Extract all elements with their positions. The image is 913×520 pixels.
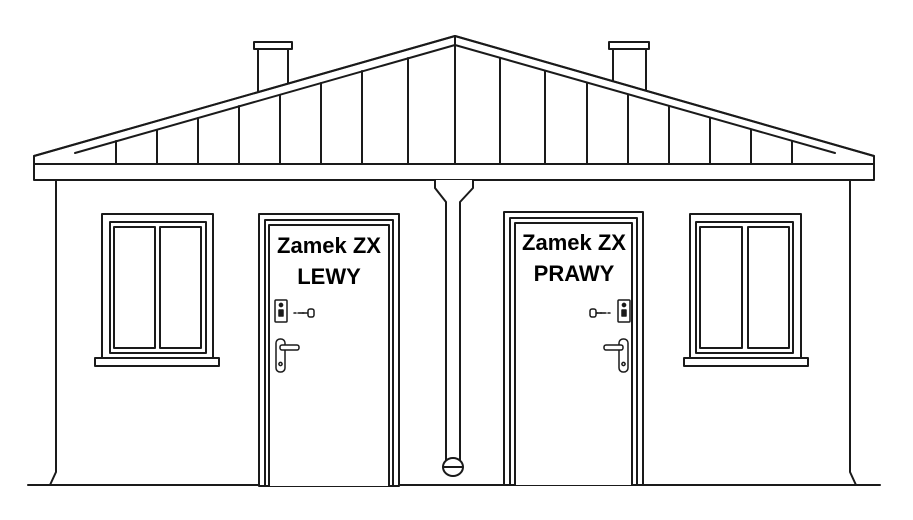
window-right <box>683 213 809 367</box>
door-label-left: Zamek ZX LEWY <box>259 230 399 292</box>
window-left <box>94 213 220 367</box>
key-right-icon <box>589 308 611 318</box>
wall <box>49 179 857 486</box>
door-label-left-line2: LEWY <box>297 264 361 289</box>
door-label-right-line1: Zamek ZX <box>522 230 626 255</box>
handle-left-icon <box>275 338 300 373</box>
door-right <box>503 211 644 486</box>
door-left <box>258 213 400 487</box>
lock-left-icon <box>274 299 288 323</box>
lock-right-icon <box>617 299 631 323</box>
door-label-left-line1: Zamek ZX <box>277 233 381 258</box>
roof <box>33 35 875 181</box>
downpipe <box>434 179 474 477</box>
door-label-right: Zamek ZX PRAWY <box>504 227 644 289</box>
door-label-right-line2: PRAWY <box>533 261 615 286</box>
handle-right-icon <box>603 338 629 373</box>
key-left-icon <box>293 308 315 318</box>
